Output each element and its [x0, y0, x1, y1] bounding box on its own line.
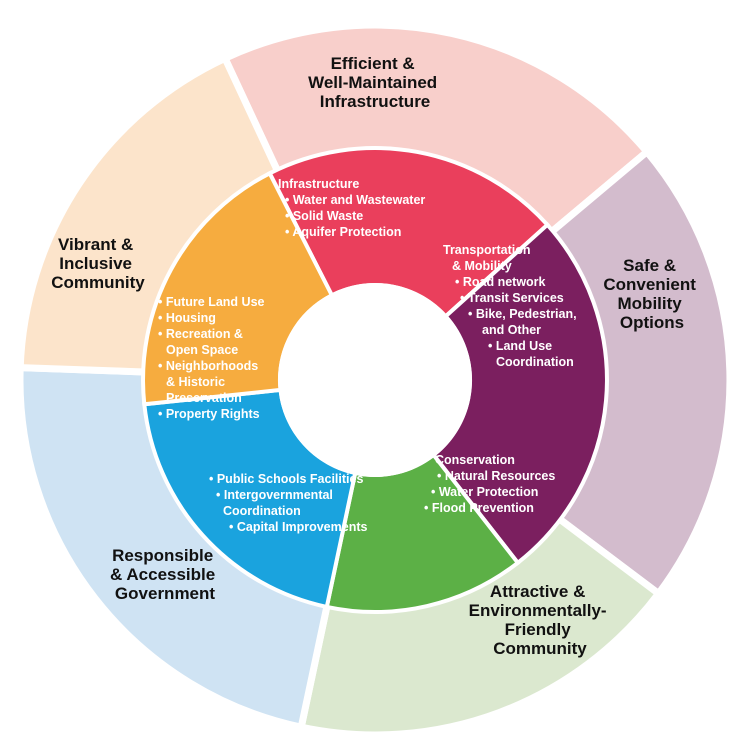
outer-label-environment: Attractive & Environmentally- Friendly C… [469, 582, 612, 658]
outer-label-mobility: Safe & Convenient Mobility Options [603, 256, 700, 332]
inner-label-conservation: Conservation • Natural Resources • Water… [424, 453, 559, 515]
outer-label-community: Vibrant & Inclusive Community [51, 235, 145, 292]
inner-label-land-use: • Future Land Use • Housing • Recreation… [158, 295, 268, 421]
inner-label-infrastructure: Infrastructure • Water and Wastewater • … [278, 177, 429, 239]
inner-ring [141, 146, 609, 614]
outer-labels: Efficient & Well-Maintained Infrastructu… [51, 54, 700, 658]
outer-label-government: Responsible & Accessible Government [110, 546, 220, 603]
outer-ring [16, 21, 734, 739]
inner-labels: Infrastructure • Water and Wastewater • … [158, 177, 580, 534]
outer-label-infrastructure: Efficient & Well-Maintained Infrastructu… [308, 54, 442, 111]
center-hole [278, 283, 472, 477]
inner-label-government: • Public Schools Facilities • Intergover… [209, 472, 367, 534]
inner-label-transportation: Transportation & Mobility • Road network… [443, 243, 580, 369]
